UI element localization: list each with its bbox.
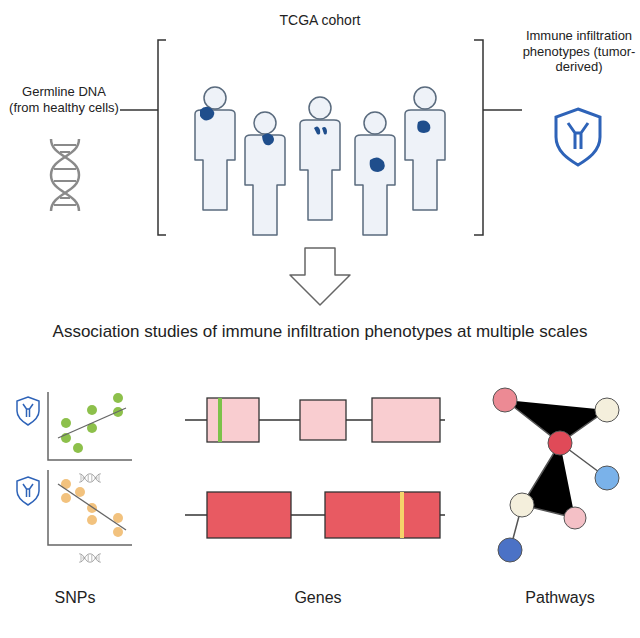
cohort-label: TCGA cohort bbox=[220, 12, 420, 29]
tumor-blob bbox=[200, 107, 430, 172]
source-label: Germline DNA (from healthy cells) bbox=[8, 84, 120, 115]
scale-label: Pathways bbox=[500, 588, 620, 607]
scale-label: SNPs bbox=[20, 588, 130, 607]
scale-label: Genes bbox=[258, 588, 378, 607]
phenotype-label: Immune infiltration phenotypes (tumor-de… bbox=[522, 28, 636, 75]
study-heading: Association studies of immune infiltrati… bbox=[40, 322, 600, 342]
